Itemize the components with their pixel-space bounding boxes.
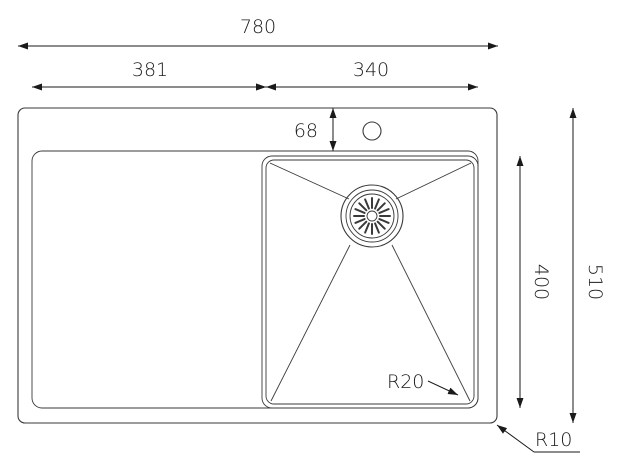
dim-inner-radius: R20 xyxy=(387,371,459,396)
drain-slot xyxy=(364,222,370,234)
dim-tap-offset-label: 68 xyxy=(294,120,318,142)
dim-overall-width: 780 xyxy=(18,16,498,50)
sink-outer-outline xyxy=(17,107,498,424)
bowl-inner-outline xyxy=(265,159,475,405)
dim-overall-height-label: 510 xyxy=(584,264,606,300)
dim-overall-width-label: 780 xyxy=(240,16,276,38)
dim-bowl-height-label: 400 xyxy=(530,264,552,300)
drain-slot xyxy=(378,218,390,224)
drain-slot xyxy=(354,218,366,224)
drain-strainer-icon xyxy=(340,184,404,248)
drain-slot xyxy=(374,222,380,234)
drain-slot xyxy=(378,208,390,214)
dim-right-width: 340 xyxy=(256,59,478,91)
dim-right-width-label: 340 xyxy=(353,59,389,81)
dim-bowl-height: 400 xyxy=(516,156,552,408)
bowl-outer-outline xyxy=(261,155,479,409)
drain-slot xyxy=(374,198,380,210)
drain-slot xyxy=(364,198,370,210)
dim-outer-radius-label: R10 xyxy=(535,429,572,451)
dim-overall-height: 510 xyxy=(569,108,606,423)
dim-inner-radius-label: R20 xyxy=(387,371,424,393)
drain-slot xyxy=(358,220,368,230)
dim-left-width-label: 381 xyxy=(132,59,168,81)
dim-outer-radius: R10 xyxy=(496,424,580,453)
dim-left-width: 381 xyxy=(32,59,266,91)
drainboard-outline xyxy=(31,150,479,409)
drain-slot xyxy=(354,208,366,214)
bowl-slope-lines xyxy=(269,162,472,402)
drain-slot xyxy=(376,220,386,230)
drain-slot xyxy=(358,202,368,212)
tap-hole-icon xyxy=(362,121,382,141)
dim-tap-offset: 68 xyxy=(294,108,337,151)
drain-slot xyxy=(376,202,386,212)
